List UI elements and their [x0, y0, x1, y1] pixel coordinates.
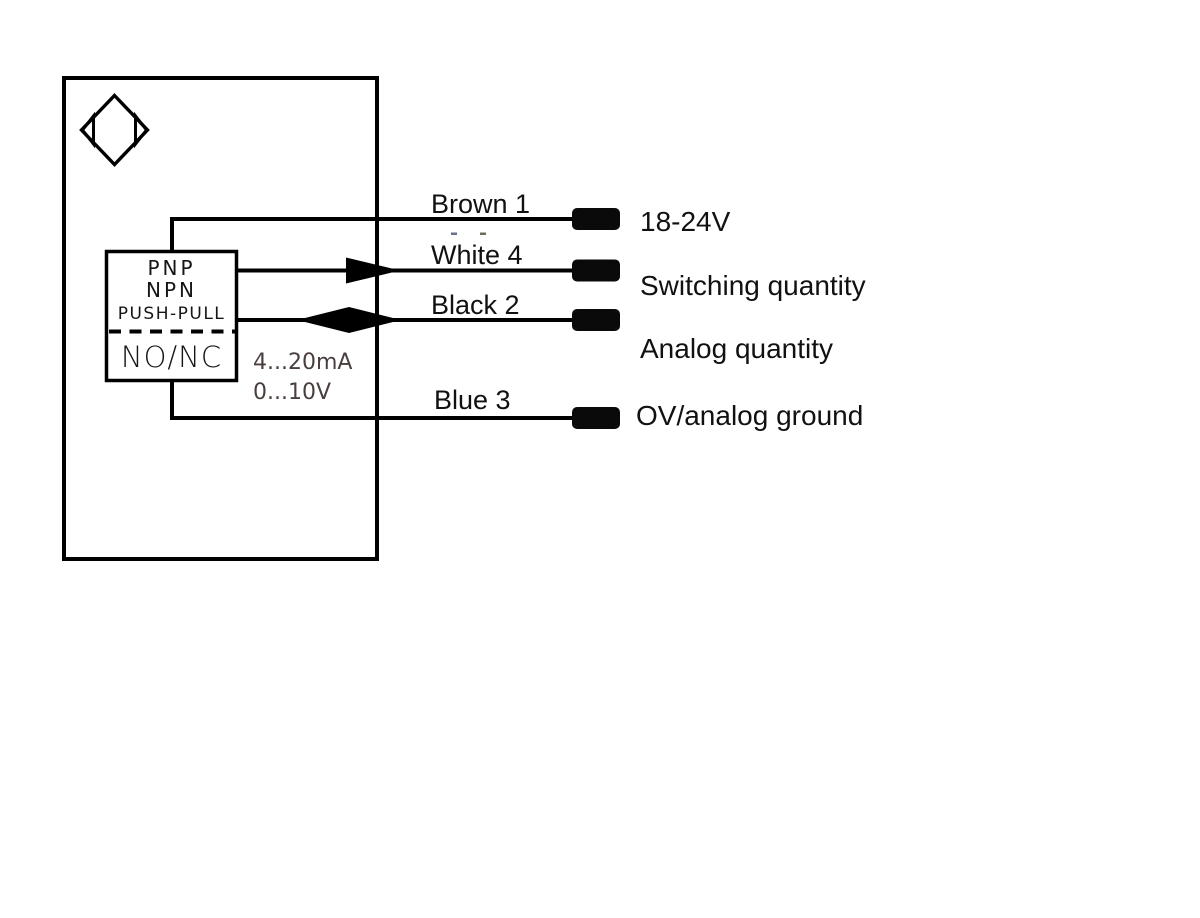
- terminal-label-ground: OV/analog ground: [636, 400, 864, 431]
- wire-brown: [170, 217, 572, 252]
- terminal-block-blue: [572, 407, 620, 429]
- contact-type-label: NO/NC: [120, 340, 223, 374]
- terminal-label-switching: Switching quantity: [640, 270, 866, 301]
- wire-label-white: White 4: [431, 240, 523, 270]
- wire-label-black: Black 2: [431, 290, 520, 320]
- arrow-connector-icon: [346, 257, 400, 284]
- terminal-block-black: [572, 309, 620, 331]
- terminal-block-brown: [572, 208, 620, 230]
- terminal-block-white: [572, 259, 620, 282]
- output-mode-pnp: PNP: [147, 256, 196, 280]
- terminal-label-power: 18-24V: [640, 206, 731, 237]
- terminal-label-analog: Analog quantity: [640, 333, 834, 364]
- wire-label-blue: Blue 3: [434, 385, 511, 415]
- stray-marks: [451, 232, 486, 235]
- wire-label-brown: Brown 1: [431, 189, 531, 219]
- analog-range-voltage: 0...10V: [253, 380, 332, 405]
- output-mode-box: [104, 249, 239, 383]
- diamond-connector-icon: [297, 307, 401, 333]
- analog-range-current: 4...20mA: [253, 350, 353, 375]
- proximity-sensor-diamond-icon: [79, 93, 150, 167]
- output-mode-npn: NPN: [146, 278, 197, 302]
- output-mode-push-pull: PUSH-PULL: [117, 304, 226, 324]
- wire-blue: [170, 380, 572, 420]
